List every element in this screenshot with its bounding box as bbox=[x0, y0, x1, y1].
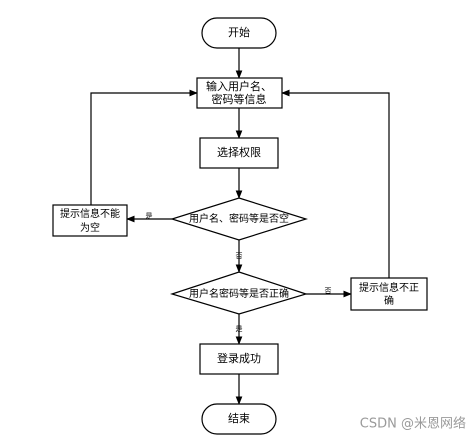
end-label: 结束 bbox=[228, 412, 250, 425]
warn-wrong-box: 提示信息不正 确 bbox=[350, 277, 428, 311]
edge-label-correct-yes: 是 bbox=[236, 325, 243, 333]
login-success-box: 登录成功 bbox=[199, 343, 279, 375]
warn-empty-line2: 为空 bbox=[80, 221, 100, 234]
edge-label-empty-yes: 是 bbox=[146, 212, 153, 220]
check-correct-label: 用户名密码等是否正确 bbox=[189, 287, 289, 300]
watermark: CSDN @米恩网络 bbox=[360, 416, 466, 432]
warn-wrong-line1: 提示信息不正 bbox=[359, 281, 419, 294]
input-label-line1: 输入用户名、 bbox=[206, 79, 272, 93]
end-terminal: 结束 bbox=[201, 403, 277, 435]
input-credentials-box: 输入用户名、 密码等信息 bbox=[196, 77, 283, 109]
edge-label-correct-no: 否 bbox=[325, 287, 332, 295]
success-label: 登录成功 bbox=[217, 351, 261, 365]
check-empty-decision: 用户名、密码等是否空 bbox=[169, 197, 309, 241]
edge-warn-empty-back-to-input bbox=[90, 89, 198, 205]
edge-warn-wrong-back-to-input bbox=[281, 89, 390, 278]
choose-label: 选择权限 bbox=[217, 145, 261, 159]
warn-empty-box: 提示信息不能 为空 bbox=[52, 204, 128, 237]
edge-label-empty-no: 否 bbox=[236, 252, 243, 260]
start-terminal: 开始 bbox=[201, 17, 277, 49]
input-label-line2: 密码等信息 bbox=[212, 92, 267, 106]
check-empty-label: 用户名、密码等是否空 bbox=[189, 212, 289, 225]
warn-empty-line1: 提示信息不能 bbox=[60, 207, 120, 220]
choose-permission-box: 选择权限 bbox=[199, 137, 279, 169]
edges bbox=[90, 48, 390, 405]
start-label: 开始 bbox=[228, 25, 250, 39]
check-correct-decision: 用户名密码等是否正确 bbox=[169, 271, 309, 315]
warn-wrong-line2: 确 bbox=[384, 294, 394, 307]
